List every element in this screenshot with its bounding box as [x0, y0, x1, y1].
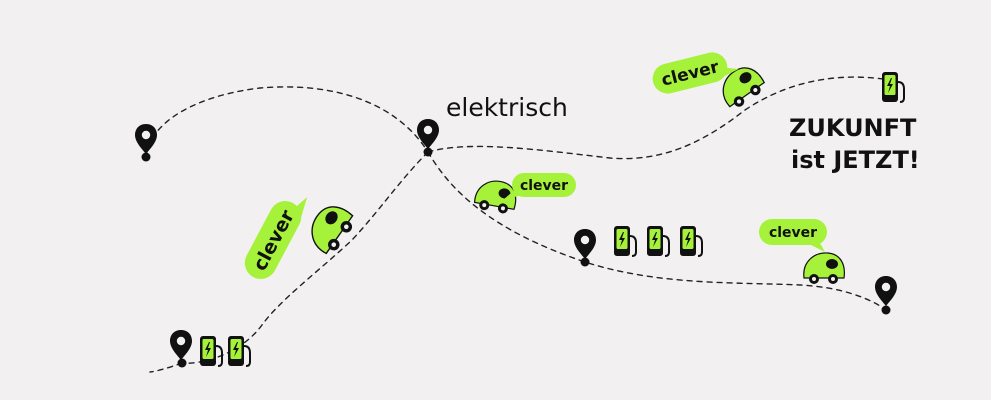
car-icon: [803, 252, 845, 285]
map-pin-icon: [417, 119, 439, 157]
speech-bubble-icon: clever: [504, 173, 576, 199]
charging-station-icon: [646, 225, 670, 257]
map-pin-icon: [574, 229, 596, 267]
charging-station-icon: [679, 225, 703, 257]
map-pin-icon: [170, 330, 192, 368]
route-line-cross-down: [181, 151, 429, 364]
route-line-start: [149, 362, 183, 373]
charging-station-icon: [613, 225, 637, 257]
headline-line-1: ZUKUNFT: [789, 114, 917, 142]
route-line-upper-left: [145, 86, 429, 158]
label-elektrisch: elektrisch: [446, 93, 568, 122]
map-pin-icon: [875, 276, 897, 315]
bubble-label: clever: [769, 225, 817, 241]
speech-bubble-icon: clever: [244, 197, 308, 279]
charging-station-icon: [199, 335, 223, 367]
charging-station-icon: [881, 71, 905, 103]
route-line-lower: [427, 151, 887, 311]
car-icon: [301, 198, 360, 259]
bubble-label: clever: [520, 178, 568, 194]
headline-line-2: ist JETZT!: [791, 146, 920, 174]
speech-bubble-icon: clever: [759, 219, 827, 252]
map-pin-icon: [135, 124, 157, 162]
route-line-to-future: [427, 76, 891, 160]
